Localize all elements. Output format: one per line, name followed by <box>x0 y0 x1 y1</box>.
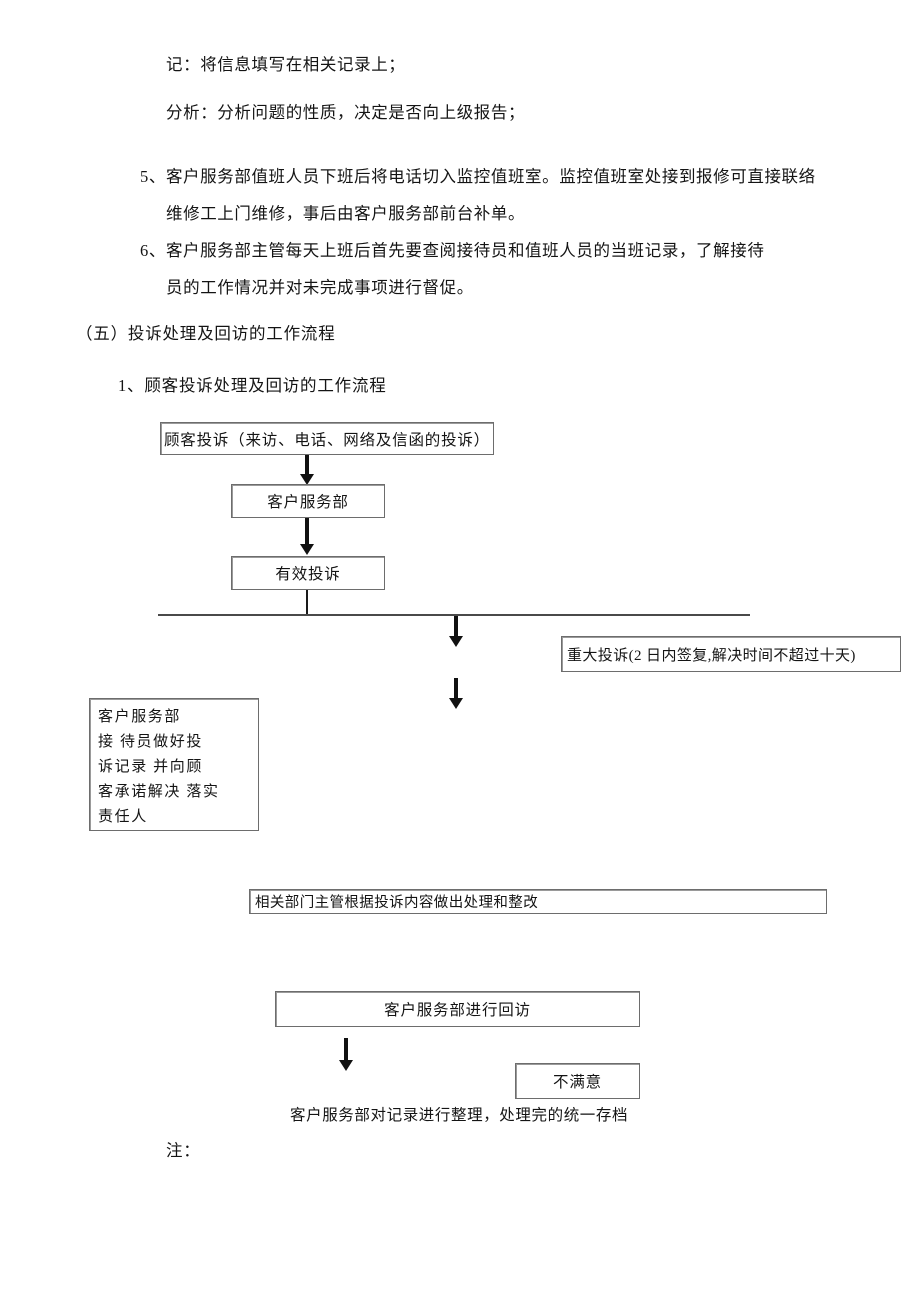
flow-arrow-complaint-to-dept <box>300 455 314 485</box>
flow-node-reception-record: 客户服务部 接 待员做好投 诉记录 并向顾 客承诺解决 落实 责任人 <box>89 698 259 831</box>
flow-arrow-revisit-down <box>339 1038 353 1072</box>
section-heading: （五）投诉处理及回访的工作流程 <box>76 324 336 343</box>
numbered-item-5: 5、客户服务部值班人员下班后将电话切入监控值班室。监控值班室处接到报修可直接联络… <box>140 158 860 232</box>
flow-node-complaint: 顾客投诉（来访、电话、网络及信函的投诉） <box>160 422 494 455</box>
flow-node-revisit: 客户服务部进行回访 <box>275 991 640 1027</box>
note-label: 注： <box>166 1141 201 1160</box>
flow-node-valid-complaint: 有效投诉 <box>231 556 385 590</box>
flow-node-major-complaint: 重大投诉(2 日内签复,解决时间不超过十天) <box>561 636 901 672</box>
numbered-item-6-line1: 客户服务部主管每天上班后首先要查阅接待员和值班人员的当班记录，了解接待 <box>165 241 765 260</box>
flow-arrow-dept-to-valid <box>300 518 314 556</box>
flow-arrow-rule-down-second <box>449 678 463 710</box>
numbered-item-6: 6、客户服务部主管每天上班后首先要查阅接待员和值班人员的当班记录，了解接待 员的… <box>140 232 860 306</box>
flow-node-dept-handle: 相关部门主管根据投诉内容做出处理和整改 <box>249 889 827 914</box>
flow-caption-archive: 客户服务部对记录进行整理，处理完的统一存档 <box>290 1107 629 1124</box>
numbered-item-5-marker: 5、 <box>140 167 166 186</box>
subsection-heading: 1、顾客投诉处理及回访的工作流程 <box>118 376 387 395</box>
flow-node-unsatisfied: 不满意 <box>515 1063 640 1099</box>
flow-connector-valid-to-rule <box>306 590 308 615</box>
flow-arrow-rule-down-first <box>449 616 463 648</box>
paragraph-fenxi: 分析：分析问题的性质，决定是否向上级报告； <box>166 103 526 122</box>
numbered-item-6-marker: 6、 <box>140 241 166 260</box>
numbered-item-5-line2: 维修工上门维修，事后由客户服务部前台补单。 <box>166 204 526 223</box>
paragraph-ji: 记：将信息填写在相关记录上； <box>166 55 406 74</box>
numbered-item-6-line2: 员的工作情况并对未完成事项进行督促。 <box>166 278 474 297</box>
numbered-item-5-line1: 客户服务部值班人员下班后将电话切入监控值班室。监控值班室处接到报修可直接联络 <box>165 167 816 186</box>
flow-node-customer-service-dept: 客户服务部 <box>231 484 385 518</box>
flow-horizontal-rule <box>158 614 750 616</box>
